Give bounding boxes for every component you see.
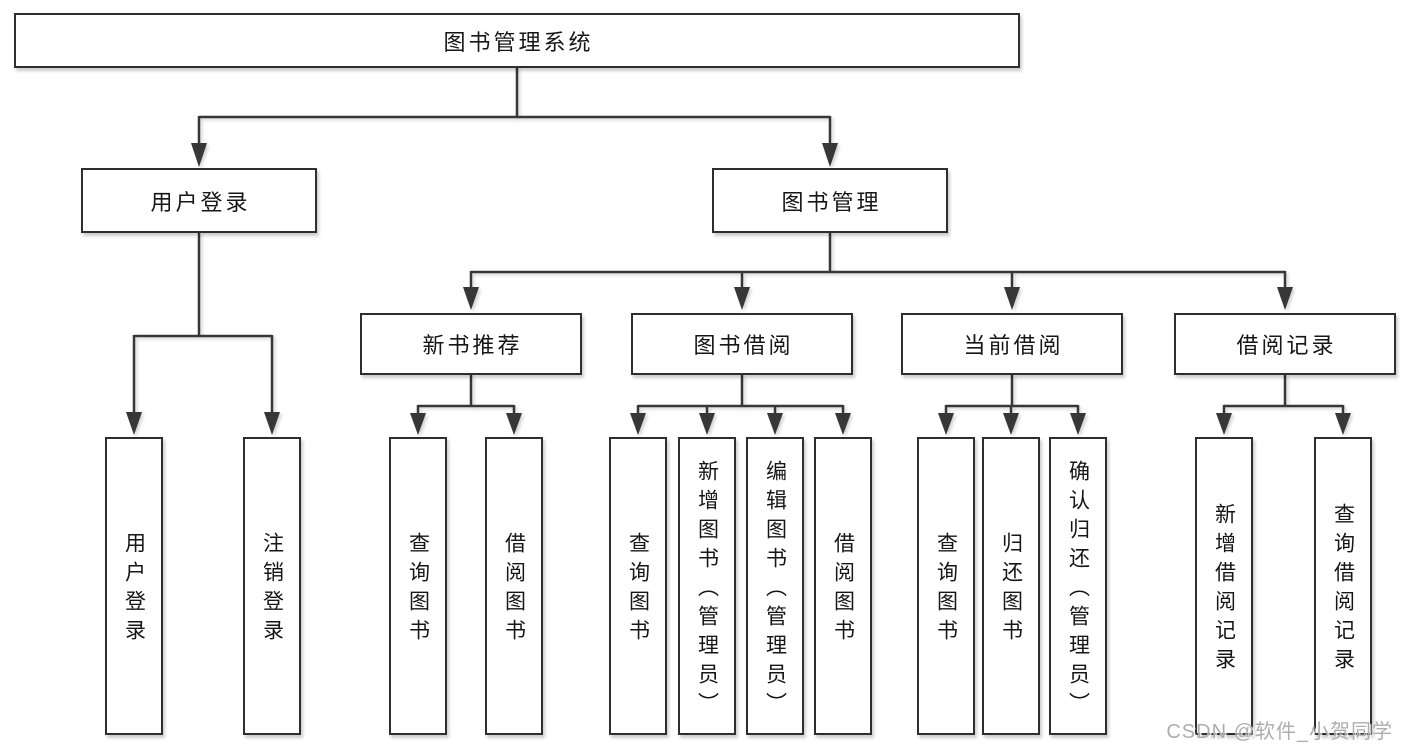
leaf-query-borrow-record-label: 查询借阅记录 — [1331, 503, 1355, 677]
arrow-down-icon — [822, 143, 838, 167]
root-node: 图书管理系统 — [14, 13, 1020, 68]
root-node-label: 图书管理系统 — [443, 29, 594, 55]
arrow-down-icon — [938, 413, 954, 435]
leaf-borrow-books-recommend-label: 借阅图书 — [502, 532, 526, 648]
branch-book-management-node: 图书管理 — [712, 168, 948, 233]
branch-user-login-node: 用户登录 — [81, 168, 317, 233]
leaf-query-borrow-record: 查询借阅记录 — [1314, 437, 1372, 735]
node-new-book-recommend: 新书推荐 — [360, 313, 582, 375]
csdn-watermark: CSDN @软件_小贺同学 — [1166, 721, 1393, 743]
leaf-edit-book-admin-label: 编辑图书（管理员） — [763, 459, 787, 721]
leaf-edit-book-admin: 编辑图书（管理员） — [746, 437, 804, 735]
node-book-borrow-label: 图书借阅 — [693, 333, 794, 358]
connector-path-group — [132, 68, 1345, 414]
arrow-down-icon — [191, 143, 207, 167]
node-current-borrow-label: 当前借阅 — [963, 333, 1064, 358]
arrow-down-icon — [835, 413, 851, 435]
leaf-user-login: 用户登录 — [105, 437, 163, 735]
arrow-down-icon — [1216, 413, 1232, 435]
arrow-down-icon — [734, 287, 750, 310]
arrow-down-icon — [1004, 287, 1020, 310]
arrow-down-icon — [1003, 413, 1019, 435]
leaf-add-book-admin-label: 新增图书（管理员） — [695, 459, 719, 721]
branch-book-management-label: 图书管理 — [781, 189, 882, 215]
leaf-add-borrow-record-label: 新增借阅记录 — [1212, 503, 1236, 677]
leaf-query-books-borrow-label: 查询图书 — [626, 532, 650, 648]
leaf-borrow-books-borrow-label: 借阅图书 — [831, 532, 855, 648]
leaf-confirm-return-admin: 确认归还（管理员） — [1049, 437, 1107, 735]
leaf-borrow-books-borrow: 借阅图书 — [814, 437, 872, 735]
leaf-query-books-current-label: 查询图书 — [934, 532, 958, 648]
leaf-logout-label: 注销登录 — [260, 532, 284, 648]
arrow-down-icon — [699, 413, 715, 435]
arrow-down-icon — [630, 413, 646, 435]
leaf-query-books-recommend: 查询图书 — [389, 437, 447, 735]
arrow-down-icon — [1277, 287, 1293, 310]
node-borrow-records: 借阅记录 — [1174, 313, 1396, 375]
arrow-down-icon — [264, 412, 280, 435]
leaf-logout: 注销登录 — [243, 437, 301, 735]
arrow-down-icon — [126, 412, 142, 435]
branch-user-login-label: 用户登录 — [150, 189, 251, 215]
arrow-down-icon — [410, 413, 426, 435]
leaf-query-books-current: 查询图书 — [917, 437, 975, 735]
leaf-user-login-label: 用户登录 — [122, 532, 146, 648]
arrow-down-icon — [767, 413, 783, 435]
leaf-query-books-borrow: 查询图书 — [609, 437, 667, 735]
arrow-down-icon — [506, 413, 522, 435]
leaf-return-book-label: 归还图书 — [999, 532, 1023, 648]
leaf-borrow-books-recommend: 借阅图书 — [485, 437, 543, 735]
arrow-down-icon — [1335, 413, 1351, 435]
leaf-return-book: 归还图书 — [982, 437, 1040, 735]
node-book-borrow: 图书借阅 — [631, 313, 853, 375]
node-current-borrow: 当前借阅 — [901, 313, 1123, 375]
node-new-book-recommend-label: 新书推荐 — [422, 333, 523, 358]
arrowhead-group — [126, 143, 1351, 435]
leaf-add-book-admin: 新增图书（管理员） — [678, 437, 736, 735]
arrow-down-icon — [463, 287, 479, 310]
leaf-add-borrow-record: 新增借阅记录 — [1195, 437, 1253, 735]
leaf-query-books-recommend-label: 查询图书 — [406, 532, 430, 648]
arrow-down-icon — [1070, 413, 1086, 435]
leaf-confirm-return-admin-label: 确认归还（管理员） — [1066, 459, 1090, 721]
node-borrow-records-label: 借阅记录 — [1236, 333, 1337, 358]
